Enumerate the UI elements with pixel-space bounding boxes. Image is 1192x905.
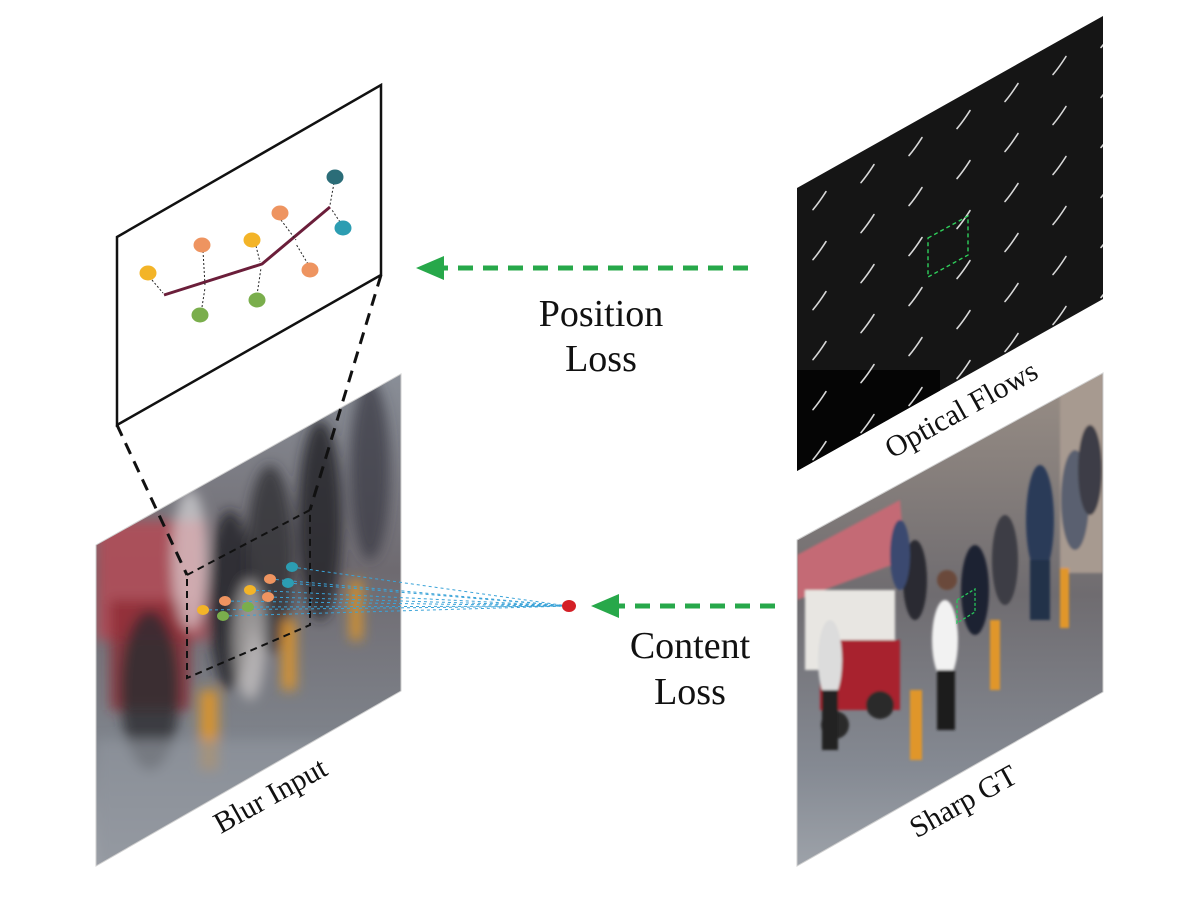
flow-vector (1052, 55, 1067, 76)
flow-vector (812, 290, 827, 311)
position-loss-arrowhead (416, 256, 444, 280)
flow-vector (1100, 128, 1103, 149)
flow-vector (860, 263, 875, 284)
flow-vector (813, 492, 826, 510)
sample-point-teal (334, 220, 352, 236)
flow-vector (1004, 282, 1019, 303)
flow-vector (860, 113, 875, 134)
flow-vector (1004, 82, 1019, 103)
flow-vector (1100, 178, 1103, 199)
flow-vector (1052, 16, 1067, 26)
flow-vector (860, 313, 875, 334)
zoom-projection-lines (115, 274, 383, 576)
zoom-panel (115, 82, 383, 428)
flow-vector (956, 59, 971, 80)
flow-vector (1052, 305, 1067, 326)
content-loss-arrowhead (591, 594, 619, 618)
output-pixel-red-dot (562, 600, 576, 612)
blur-point-teal (286, 562, 298, 572)
flow-vector (860, 163, 875, 184)
sample-point-yellow (243, 232, 261, 248)
flow-vector (1100, 278, 1103, 299)
flow-vector (908, 386, 923, 407)
position-loss-label-line2: Loss (565, 338, 637, 380)
blur-point-yellow (244, 585, 256, 595)
flow-vector (1100, 28, 1103, 49)
flow-vector (812, 240, 827, 261)
sharp-gt-frame (796, 372, 1104, 867)
flow-vector (956, 209, 971, 230)
blur-region-box (186, 508, 311, 680)
flow-vector (1052, 155, 1067, 176)
flow-vector (812, 390, 827, 411)
flow-vector (812, 140, 827, 161)
sample-point-green (248, 292, 266, 308)
flow-vector (1004, 232, 1019, 253)
flow-vector (956, 309, 971, 330)
sample-point-yellow (139, 265, 157, 281)
sample-point-orange (301, 262, 319, 278)
flow-vector (1004, 32, 1019, 53)
flow-vector (956, 259, 971, 280)
blur-point-orange (219, 596, 231, 606)
flow-vector (860, 363, 875, 384)
flow-vector (1100, 328, 1103, 349)
flow-vector (1052, 355, 1067, 376)
flow-vector (908, 286, 923, 307)
flow-vector (1052, 105, 1067, 126)
flow-vector (956, 359, 971, 380)
blur-point-green (242, 602, 254, 612)
sampling-lines (202, 566, 569, 617)
blur-point-green (217, 611, 229, 621)
blur-input-frame (95, 373, 402, 867)
flow-vector (1100, 228, 1103, 249)
flow-vector (812, 190, 827, 211)
flow-vector (956, 109, 971, 130)
flow-vector (908, 86, 923, 107)
blur-point-orange (264, 574, 276, 584)
sample-point-orange (193, 237, 211, 253)
flow-vector (1004, 182, 1019, 203)
flow-vector (908, 186, 923, 207)
flow-vector (1004, 132, 1019, 153)
zoom-panel-frame (115, 82, 383, 428)
flow-vector (860, 463, 875, 471)
flow-vector (1004, 332, 1019, 353)
flow-vector (812, 340, 827, 361)
flow-vector (908, 136, 923, 157)
offset-points (139, 169, 352, 323)
sample-point-dark-teal (326, 169, 344, 185)
flow-vector (908, 336, 923, 357)
flow-vector (956, 159, 971, 180)
flow-vector (1052, 255, 1067, 276)
position-loss-label-line1: Position (539, 293, 664, 335)
content-loss-label-line2: Loss (654, 671, 726, 713)
sample-point-green (191, 307, 209, 323)
flow-vector (1100, 78, 1103, 99)
flow-region-highlight (927, 214, 969, 279)
flow-vector (1052, 205, 1067, 226)
flow-vector (812, 440, 827, 461)
flow-vector (860, 213, 875, 234)
flow-vector (860, 413, 875, 434)
blur-point-yellow (197, 605, 209, 615)
blur-point-orange (262, 592, 274, 602)
flow-vector (908, 236, 923, 257)
offset-trajectory (163, 205, 331, 297)
offset-connectors (151, 182, 341, 308)
blur-sample-points (197, 562, 298, 621)
sample-point-orange (271, 205, 289, 221)
blur-point-teal (282, 578, 294, 588)
content-loss-label-line1: Content (630, 625, 751, 667)
